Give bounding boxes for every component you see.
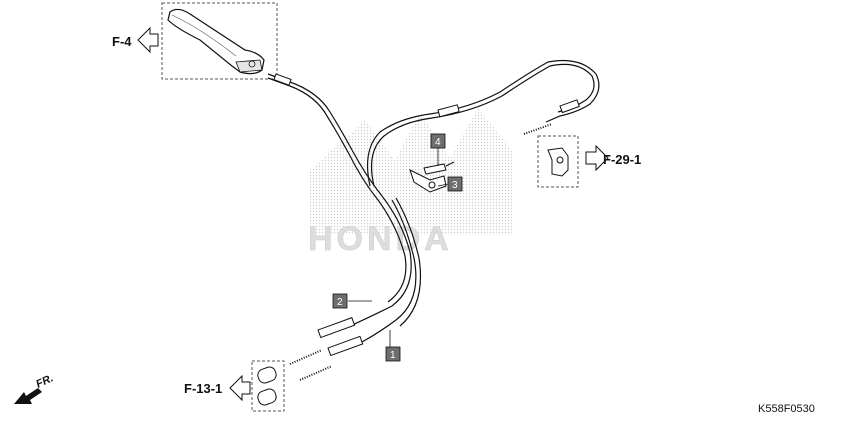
watermark-text: HONDA — [308, 220, 453, 258]
bottom-fittings-group: F-13-1 — [184, 360, 285, 412]
svg-text:1: 1 — [390, 350, 396, 361]
svg-text:3: 3 — [452, 180, 458, 191]
lever-group: F-4 — [112, 2, 278, 80]
arrow-right-icon — [585, 144, 609, 172]
honda-wing-logo: HONDA — [308, 108, 512, 258]
leader-lines — [348, 148, 449, 347]
part-label-2[interactable]: 2 — [332, 293, 348, 309]
svg-text:2: 2 — [337, 297, 343, 308]
right-fitting-group: F-29-1 — [537, 135, 641, 188]
bracket-assembly — [409, 161, 455, 193]
ref-label-right-fitting[interactable]: F-29-1 — [603, 152, 641, 167]
arrow-left-icon — [229, 374, 251, 402]
part-label-4[interactable]: 4 — [430, 133, 446, 149]
part-label-1[interactable]: 1 — [385, 346, 401, 362]
arrow-left-icon — [137, 26, 159, 54]
front-indicator: FR. — [14, 372, 55, 404]
part-label-3[interactable]: 3 — [447, 176, 463, 192]
bolt-icon — [423, 163, 447, 175]
nut-icon — [257, 366, 277, 384]
cable-assembly — [267, 59, 600, 343]
bracket-icon — [409, 169, 447, 193]
diagram-code: K558F0530 — [758, 403, 815, 415]
front-indicator-text: FR. — [34, 372, 55, 390]
ref-label-lever[interactable]: F-4 — [112, 34, 132, 49]
nut-icon — [257, 388, 277, 406]
cable-ends — [273, 73, 580, 381]
front-arrow-icon — [14, 388, 42, 404]
ref-label-bottom-fittings[interactable]: F-13-1 — [184, 381, 222, 396]
svg-text:4: 4 — [435, 137, 441, 148]
